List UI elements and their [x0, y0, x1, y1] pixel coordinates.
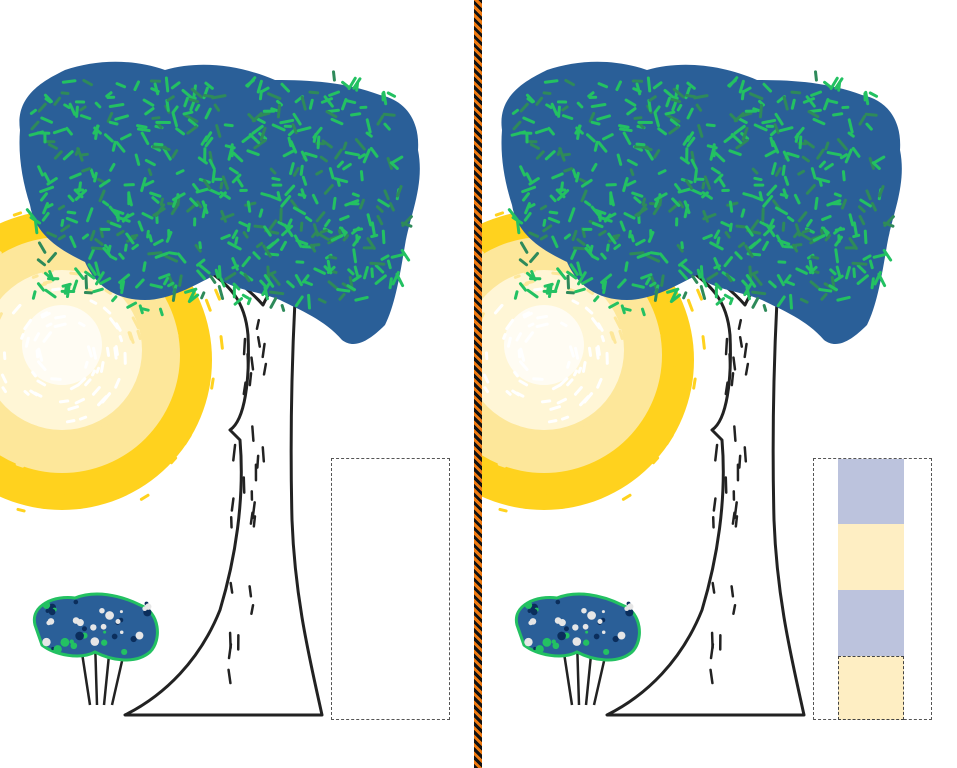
scene-illustration — [482, 61, 902, 717]
color-bar-lavender[interactable] — [838, 459, 904, 524]
color-bar-lavender[interactable] — [838, 590, 904, 656]
tree-trunk — [123, 260, 324, 717]
selection-box[interactable] — [813, 458, 932, 720]
bush — [514, 592, 641, 706]
tree-canopy — [19, 61, 420, 345]
scene-illustration — [0, 61, 420, 717]
tree-canopy — [501, 61, 902, 345]
color-bar-cream[interactable] — [838, 524, 904, 590]
color-bar-cream[interactable] — [838, 656, 904, 720]
canvas-panel-right[interactable] — [482, 0, 954, 768]
selection-box[interactable] — [331, 458, 450, 720]
canvas-panel-left[interactable] — [0, 0, 472, 768]
split-divider[interactable] — [474, 0, 482, 768]
bush — [32, 592, 159, 706]
